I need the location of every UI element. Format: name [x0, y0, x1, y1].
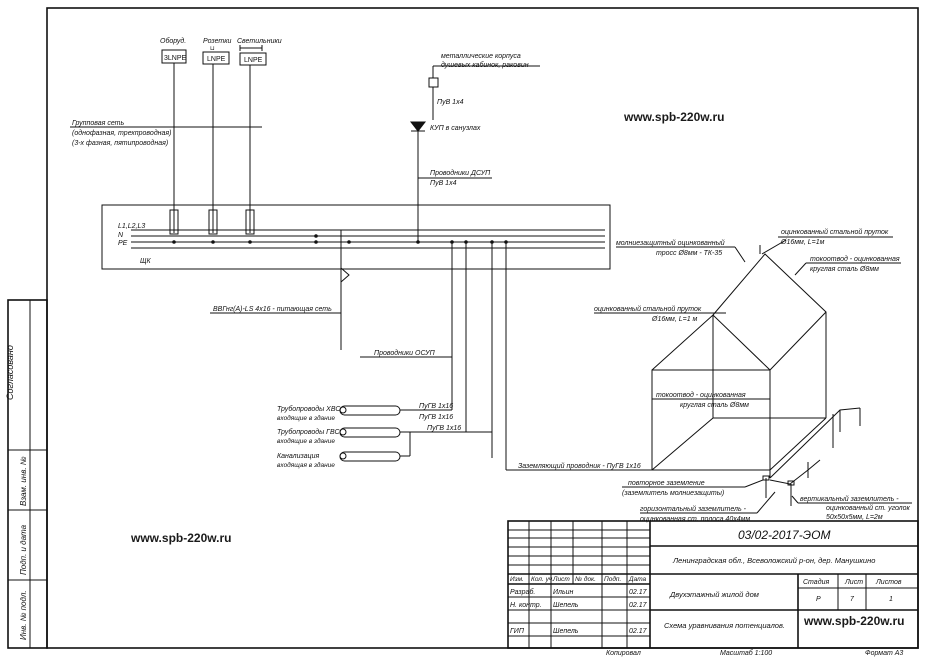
row-role-chief: ГИП — [510, 628, 525, 635]
svg-text:⊔: ⊔ — [210, 46, 215, 52]
sewer-label-1: Канализация — [277, 453, 319, 460]
sheet-frame — [46, 7, 919, 649]
sewer-label-2: входящая в здание — [277, 461, 335, 469]
sockets-conductors: LNPE — [207, 56, 226, 63]
n-label: N — [118, 232, 124, 239]
sockets-label: Розетки — [203, 38, 232, 45]
vert-earth-label-1: вертикальный заземлитель - — [800, 495, 899, 503]
sewer-pipe: Канализация входящая в здание ПуГВ 1х16 — [277, 425, 492, 469]
pugv-label-1: ПуГВ 1х16 — [419, 403, 453, 410]
side-stamp-frame — [7, 299, 48, 649]
row-role-developer: Разраб. — [510, 588, 535, 596]
row-date-normcontrol: 02.17 — [629, 602, 648, 609]
panel-label: ЩК — [140, 258, 151, 265]
pugv-label-3: ПуГВ 1х16 — [427, 425, 461, 432]
row-date-developer: 02.17 — [629, 589, 648, 596]
format-label: Формат А3 — [865, 650, 903, 657]
horiz-earth-label-2: оцинкованная ст. полоса 40х4мм — [640, 516, 750, 523]
panel-board — [101, 204, 611, 270]
title-block: 03/02-2017-ЭОМ Ленинградская обл., Всево… — [507, 520, 919, 657]
pugv-label-2: ПуГВ 1х16 — [419, 414, 453, 421]
hot-pipe-label-1: Трубопроводы ГВС — [277, 428, 341, 436]
puv-top-label: ПуВ 1х4 — [437, 99, 464, 106]
cold-pipe-label-1: Трубопроводы ХВС — [277, 405, 341, 413]
header-change: Изм. — [510, 576, 524, 583]
consumer-lights: Светильники LNPE — [237, 38, 282, 233]
downlead-mid-label-2: круглая сталь Ø8мм — [680, 402, 749, 409]
kup-symbol — [409, 121, 427, 132]
downlead-right-label-2: круглая сталь Ø8мм — [810, 266, 879, 273]
lightning-cable-label-1: молниезащитный оцинкованный — [616, 239, 725, 247]
equipment-label: Оборуд. — [160, 37, 186, 45]
scale-label: Масштаб 1:100 — [720, 649, 772, 657]
rod-top-label-2: Ø16мм, L=1м — [780, 239, 825, 246]
sign-date-label: Подп. и дата — [19, 524, 28, 575]
row-name-chief: Шепель — [553, 628, 579, 635]
cold-water-pipe: Трубопроводы ХВС входящие в здание ПуГВ … — [277, 403, 453, 422]
lights-label: Светильники — [237, 38, 282, 45]
inv-original-label: Инв. № подл. — [19, 590, 28, 640]
downlead-right-label-1: токоотвод - оцинкованная — [810, 255, 900, 263]
row-name-developer: Ильин — [553, 589, 574, 596]
cold-pipe-label-2: входящие в здание — [277, 414, 335, 422]
pe-label: PE — [118, 240, 128, 247]
sheet-label: Лист — [844, 579, 863, 586]
header-sheet: Лист — [552, 576, 570, 583]
drawing-code: 03/02-2017-ЭОМ — [738, 528, 831, 542]
rod-left-label-1: оцинкованный стальной пруток — [594, 305, 702, 313]
kup-label: КУП в санузлах — [430, 125, 481, 132]
repeat-earth-label-2: (заземлитель молниезащиты) — [622, 490, 724, 497]
watermark-top: www.spb-220w.ru — [623, 110, 724, 124]
header-date: Дата — [628, 576, 647, 583]
sheets-value: 1 — [889, 596, 893, 603]
row-date-chief: 02.17 — [629, 628, 648, 635]
row-name-normcontrol: Шепель — [553, 602, 579, 609]
vert-earth-label-3: 50х50х5мм, L=2м — [826, 514, 883, 521]
copied-label: Копировал — [606, 650, 641, 657]
header-doc: № док. — [575, 575, 596, 583]
header-sign: Подп. — [604, 575, 621, 583]
metal-bodies-label-2: душевых кабинок, раковин — [441, 61, 529, 69]
shower-bonding-terminal — [428, 77, 439, 88]
hot-pipe-label-2: входящие в здание — [277, 437, 335, 445]
project-address: Ленинградская обл., Всеволожский р-он, д… — [672, 556, 875, 565]
sheets-label: Листов — [875, 579, 902, 586]
consumer-sockets: Розетки ⊔ LNPE — [202, 38, 232, 233]
puv-dsup-label: ПуВ 1х4 — [430, 180, 457, 187]
phases-label: L1,L2,L3 — [118, 223, 145, 230]
sheet-value: 7 — [850, 596, 855, 603]
metal-bodies-label-1: металлические корпуса — [441, 53, 521, 60]
earthing-conductor-label: Заземляющий проводник - ПуГВ 1х16 — [518, 462, 641, 470]
rod-left-label-2: Ø16мм, L=1 м — [651, 316, 698, 323]
inv-replacement-label: Взам. инв. № — [19, 456, 28, 506]
osup-label: Проводники ОСУП — [374, 349, 436, 357]
header-count: Кол. уч. — [531, 576, 554, 583]
lightning-cable-label-2: тросс Ø8мм - ТК-35 — [656, 250, 722, 257]
rod-top-label-1: оцинкованный стальной пруток — [781, 228, 889, 236]
downlead-mid-label-1: токоотвод - оцинкованная — [656, 391, 746, 399]
vert-earth-label-2: оцинкованный ст. уголок — [826, 504, 911, 512]
group-network-three: (3-х фазная, пятипроводная) — [72, 139, 168, 147]
supply-cable-label: ВВГнг(А)-LS 4х16 - питающая сеть — [213, 306, 332, 313]
repeat-earth-label-1: повторное заземление — [628, 480, 705, 487]
watermark-left: www.spb-220w.ru — [130, 531, 231, 545]
drawing-name: Схема уравнивания потенциалов. — [664, 621, 785, 630]
house-drawing — [651, 239, 861, 506]
equipment-conductors: 3LNPE — [164, 55, 187, 62]
stage-label: Стадия — [803, 578, 829, 586]
group-network-title: Групповая сеть — [72, 120, 124, 127]
agreed-label: Согласовано — [5, 345, 15, 400]
horiz-earth-label-1: горизонтальный заземлитель - — [640, 505, 747, 513]
watermark-bottom: www.spb-220w.ru — [803, 614, 904, 628]
row-role-normcontrol: Н. контр. — [510, 602, 542, 609]
group-network-single: (однофазная, трехпроводная) — [72, 129, 172, 137]
object-name: Двухэтажный жилой дом — [669, 590, 759, 599]
dsup-label: Проводники ДСУП — [430, 169, 491, 177]
lights-conductors: LNPE — [244, 57, 263, 64]
stage-value: Р — [816, 596, 821, 603]
